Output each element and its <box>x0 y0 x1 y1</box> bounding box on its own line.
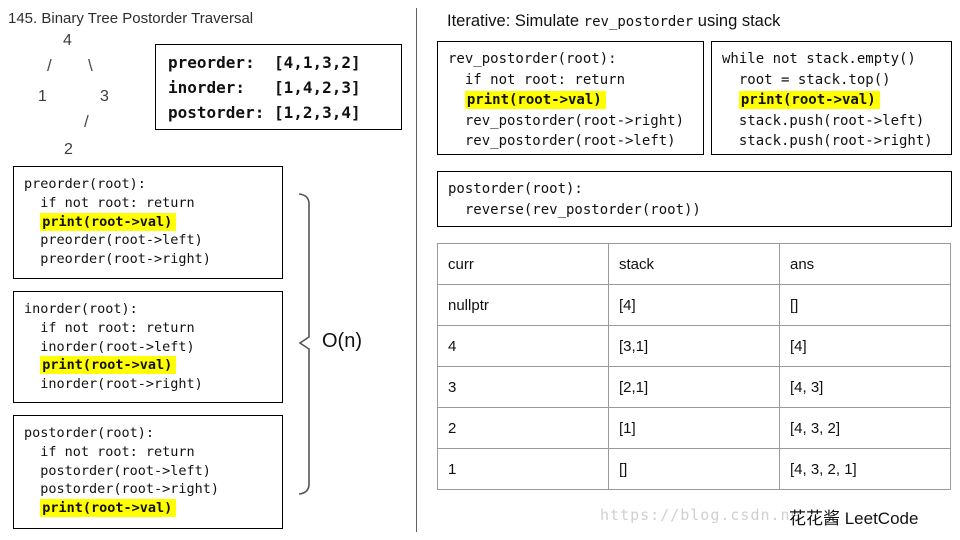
code-line: if not root: return <box>24 194 195 211</box>
vertical-divider <box>416 8 417 532</box>
watermark-url: https://blog.csdn.ne <box>600 506 801 524</box>
table-row: nullptr[4][] <box>437 284 951 326</box>
code-line: stack.push(root->right) <box>722 133 933 149</box>
table-cell: 3 <box>437 366 609 408</box>
code-line: root = stack.top() <box>722 71 891 88</box>
traversal-summary-box: preorder: [4,1,3,2] inorder: [1,4,2,3] pos… <box>155 44 402 130</box>
brand-label: 花花酱 LeetCode <box>789 509 919 528</box>
table-header-cell: stack <box>608 243 780 285</box>
code-line: if not root: return <box>24 443 195 460</box>
code-line: preorder(root->right) <box>24 251 211 268</box>
tree-edge-root-right: \ <box>88 56 93 75</box>
code-line: print(root->val) <box>24 212 272 232</box>
grouping-brace <box>298 193 310 495</box>
page-title: 145. Binary Tree Postorder Traversal <box>8 10 254 27</box>
code-line: postorder(root->left) <box>24 462 211 479</box>
iterative-heading-prefix: Iterative: Simulate <box>447 12 584 30</box>
tree-node-right: 3 <box>100 88 109 105</box>
table-cell: 1 <box>437 448 609 490</box>
tree-edge-right-left: / <box>84 112 89 131</box>
table-header-cell: curr <box>437 243 609 285</box>
tree-edge-root-left: / <box>47 56 52 75</box>
table-row: 4[3,1][4] <box>437 325 951 367</box>
table-cell: [4, 3, 2, 1] <box>779 448 951 490</box>
tree-node-leaf: 2 <box>64 141 73 158</box>
table-row: 3[2,1][4, 3] <box>437 366 951 408</box>
highlighted-code: print(root->val) <box>40 356 177 375</box>
code-line: postorder(root->right) <box>24 481 220 498</box>
code-line: stack.push(root->left) <box>722 112 925 129</box>
preorder-code-box: preorder(root): if not root: return prin… <box>13 166 283 279</box>
code-line: if not root: return <box>24 319 195 336</box>
table-cell: [2,1] <box>608 366 780 408</box>
highlighted-code: print(root->val) <box>738 91 880 109</box>
table-cell: [4] <box>779 325 951 367</box>
code-line: rev_postorder(root->left) <box>448 133 676 149</box>
code-line: print(root->val) <box>24 499 272 518</box>
table-cell: [3,1] <box>608 325 780 367</box>
table-cell: [4] <box>608 284 780 326</box>
code-line: postorder(root): <box>24 425 155 441</box>
table-cell: [] <box>779 284 951 326</box>
code-line: preorder: [4,1,3,2] <box>168 53 361 72</box>
table-row: 1[][4, 3, 2, 1] <box>437 448 951 490</box>
iterative-heading-code: rev_postorder <box>583 14 694 30</box>
code-line: print(root->val) <box>448 90 693 111</box>
code-line: inorder(root): <box>24 301 138 317</box>
code-line: postorder(root): <box>448 181 583 197</box>
tree-node-root: 4 <box>63 32 72 49</box>
code-line: print(root->val) <box>24 356 272 375</box>
table-cell: [1] <box>608 407 780 449</box>
highlighted-code: print(root->val) <box>40 212 177 231</box>
stack-loop-code-box: while not stack.empty() root = stack.top… <box>711 41 952 155</box>
code-line: while not stack.empty() <box>722 51 916 67</box>
table-cell: 2 <box>437 407 609 449</box>
code-line: rev_postorder(root->right) <box>448 112 685 129</box>
code-line: rev_postorder(root): <box>448 51 617 67</box>
code-line: print(root->val) <box>722 90 941 111</box>
code-line: postorder: [1,2,3,4] <box>168 103 361 122</box>
code-line: inorder(root->right) <box>24 376 203 393</box>
table-header-cell: ans <box>779 243 951 285</box>
rev-postorder-code-box: rev_postorder(root): if not root: return… <box>437 41 704 155</box>
postorder-code-box: postorder(root): if not root: return pos… <box>13 415 283 529</box>
code-line: preorder(root): <box>24 176 146 192</box>
inorder-code-box: inorder(root): if not root: return inord… <box>13 291 283 403</box>
simulation-table-body: nullptr[4][]4[3,1][4]3[2,1][4, 3]2[1][4,… <box>437 284 951 490</box>
code-line: preorder(root->left) <box>24 232 203 249</box>
code-line: reverse(rev_postorder(root)) <box>448 202 701 218</box>
code-line: inorder: [1,4,2,3] <box>168 78 361 97</box>
highlighted-code: print(root->val) <box>464 91 606 109</box>
complexity-label: O(n) <box>322 330 362 352</box>
table-cell: [] <box>608 448 780 490</box>
highlighted-code: print(root->val) <box>40 499 177 518</box>
iterative-heading: Iterative: Simulate rev_postorder using … <box>447 12 780 31</box>
table-row: 2[1][4, 3, 2] <box>437 407 951 449</box>
table-cell: [4, 3] <box>779 366 951 408</box>
table-cell: 4 <box>437 325 609 367</box>
tree-node-left: 1 <box>38 88 47 105</box>
iterative-heading-suffix: using stack <box>693 12 781 30</box>
table-cell: [4, 3, 2] <box>779 407 951 449</box>
postorder-reverse-code-box: postorder(root): reverse(rev_postorder(r… <box>437 171 952 227</box>
code-line: if not root: return <box>448 71 626 88</box>
code-line: inorder(root->left) <box>24 338 195 355</box>
table-cell: nullptr <box>437 284 609 326</box>
